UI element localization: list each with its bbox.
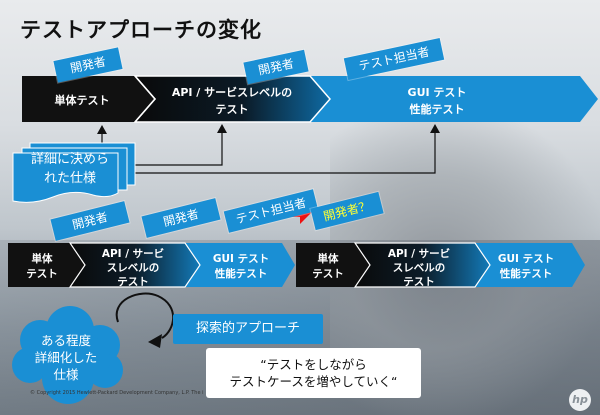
- spec-line-2: れた仕様: [43, 171, 96, 186]
- b2-gui-1: GUI テスト: [498, 253, 554, 265]
- b1-unit-2: テスト: [26, 268, 58, 280]
- top-stage-label-api-2: テスト: [216, 103, 249, 116]
- spec-line-1: 詳細に決めら: [30, 152, 109, 167]
- cloud-shape-icon: [12, 306, 123, 404]
- cloud-label: ある程度 詳細化した 仕様: [16, 332, 116, 383]
- b2-api-1: API / サービ: [388, 247, 450, 260]
- connector-to-gui: [134, 131, 436, 174]
- quote-box: “テストをしながら テストケースを増やしていく“: [206, 348, 421, 398]
- b2-unit-2: テスト: [312, 268, 344, 280]
- arrowhead-api: [217, 124, 227, 133]
- b1-api-3: テスト: [117, 276, 149, 288]
- b2-unit-1: 単体: [318, 252, 339, 265]
- bottom2-stage-api: [353, 242, 491, 288]
- top-stage-label-api-1: API / サービスレベルの: [172, 85, 292, 99]
- slide-title: テストアプローチの変化: [20, 18, 262, 42]
- quote-line-1: “テストをしながら: [260, 357, 367, 372]
- b2-api-2: スレベルの: [393, 262, 446, 274]
- hp-logo: hp: [569, 389, 591, 411]
- top-stage-label-gui-2: 性能テスト: [410, 102, 465, 116]
- exploratory-approach-label: 探索的アプローチ: [173, 314, 323, 344]
- cloud-line-1: ある程度: [40, 333, 91, 348]
- spec-document-icon: [12, 142, 136, 203]
- bottom2-stage-gui: [475, 243, 585, 287]
- arrowhead-unit: [97, 125, 107, 134]
- bottom1-stage-unit: [8, 243, 85, 287]
- b1-api-1: API / サービ: [102, 247, 164, 260]
- b1-unit-1: 単体: [32, 252, 53, 265]
- highlight-tag-text: 開発者: [322, 201, 361, 224]
- question-mark: ？: [356, 198, 372, 215]
- bottom2-stage-unit: [296, 243, 370, 287]
- arrowhead-gui: [430, 124, 440, 133]
- copyright-text: © Copyright 2015 Hewlett-Packard Develop…: [30, 390, 204, 396]
- cloud-line-3: 仕様: [53, 367, 79, 382]
- b2-gui-2: 性能テスト: [500, 267, 553, 280]
- top-stage-label-gui-1: GUI テスト: [408, 86, 467, 99]
- quote-line-2: テストケースを増やしていく“: [229, 374, 398, 389]
- loop-arrow-icon: [115, 292, 175, 339]
- spec-document-label: 詳細に決めら れた仕様: [14, 150, 126, 188]
- top-stage-gui: [310, 76, 598, 122]
- top-stage-unit: [22, 76, 155, 122]
- bottom1-stage-api: [68, 242, 201, 288]
- b1-gui-1: GUI テスト: [213, 253, 269, 265]
- cloud-line-2: 詳細化した: [34, 350, 98, 365]
- b2-api-3: テスト: [403, 276, 435, 288]
- top-stage-label-unit: 単体テスト: [55, 93, 110, 107]
- bottom1-stage-gui: [185, 243, 295, 287]
- b1-api-2: スレベルの: [107, 262, 160, 274]
- b1-gui-2: 性能テスト: [215, 267, 268, 280]
